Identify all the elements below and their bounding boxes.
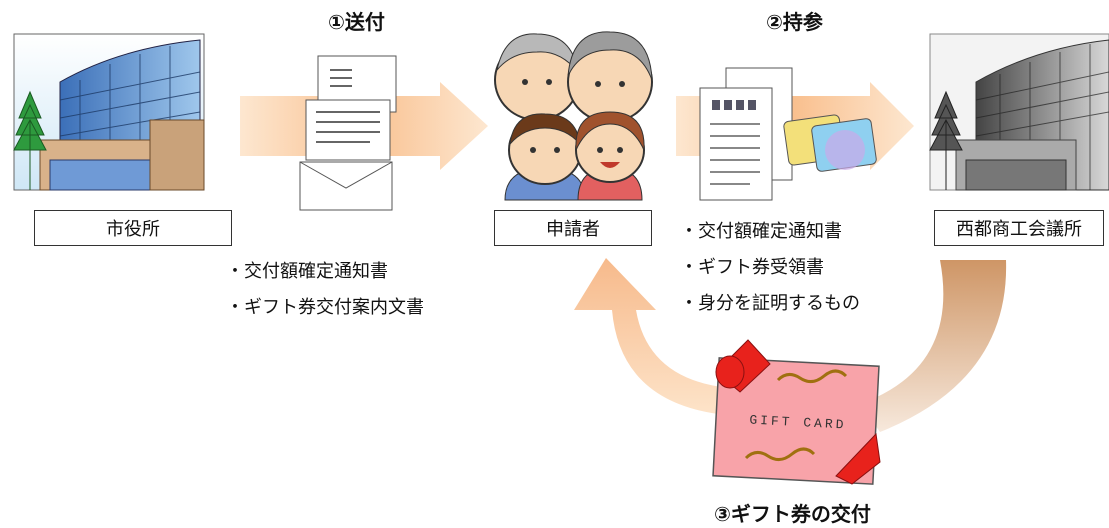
list-item: ・身分を証明するもの <box>680 293 860 314</box>
applicant-box: 申請者 <box>494 210 652 246</box>
chamber-building-illustration <box>929 33 1109 191</box>
step-send-label: ①送付 <box>328 10 385 34</box>
city-hall-box: 市役所 <box>34 210 232 246</box>
list-item: ・ギフト券交付案内文書 <box>226 297 424 318</box>
document-envelope-illustration <box>299 55 397 211</box>
gift-card-text: GIFT CARD <box>749 412 847 432</box>
list-item: ・ギフト券受領書 <box>680 257 824 278</box>
chamber-box: 西都商工会議所 <box>934 210 1104 246</box>
curve-arrow-left <box>574 258 730 414</box>
step-bring-label: ②持参 <box>766 10 823 34</box>
list-item: ・交付額確定通知書 <box>680 221 842 242</box>
papers-cards-illustration <box>699 67 877 201</box>
sent-documents-list: ・交付額確定通知書 ・ギフト券交付案内文書 <box>226 254 424 326</box>
city-hall-illustration <box>13 33 205 191</box>
brought-items-list: ・交付額確定通知書 ・ギフト券受領書 ・身分を証明するもの <box>680 214 860 322</box>
step-issue-label: ③ギフト券の交付 <box>714 502 871 526</box>
list-item: ・交付額確定通知書 <box>226 261 388 282</box>
family-illustration <box>494 31 653 201</box>
curve-arrow-right <box>860 260 1007 432</box>
gift-card-illustration: GIFT CARD <box>712 339 881 485</box>
